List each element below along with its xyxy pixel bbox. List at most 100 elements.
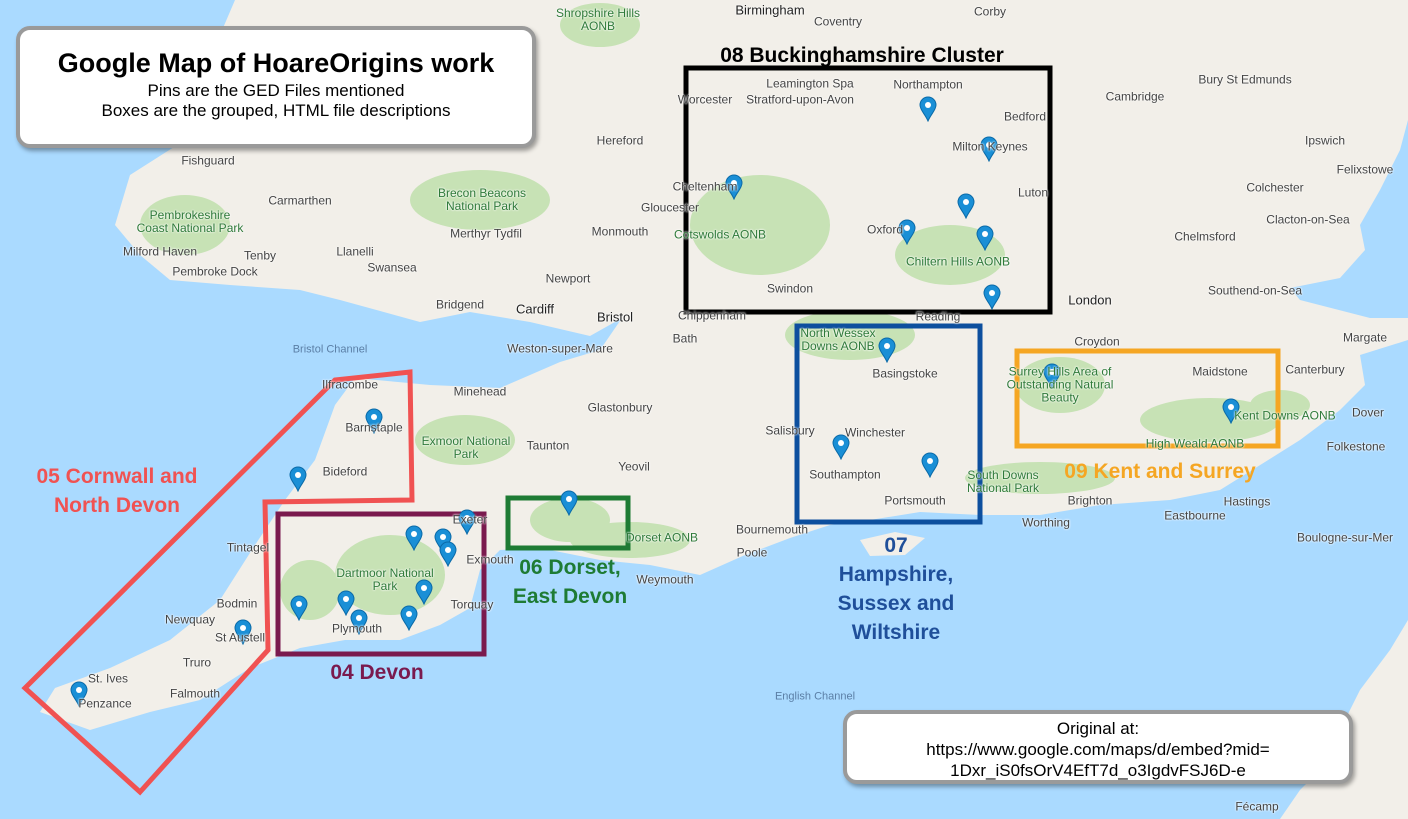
place-label: Portsmouth — [884, 493, 946, 508]
map-pin-marker-icon[interactable] — [289, 466, 307, 493]
place-label: Stratford-upon-Avon — [746, 92, 854, 107]
place-label: Southend-on-Sea — [1207, 283, 1303, 298]
region-box-07[interactable] — [794, 323, 983, 525]
place-label: Oxford — [866, 222, 904, 237]
place-label: Leamington Spa — [766, 76, 854, 91]
place-label: Winchester — [844, 425, 906, 440]
map-pin-marker-icon[interactable] — [919, 96, 937, 123]
region-label-07[interactable]: 07 Hampshire, Sussex and Wiltshire — [838, 531, 955, 647]
map-pin-marker-icon[interactable] — [878, 337, 896, 364]
place-label: Torquay — [450, 597, 494, 612]
map-pin-marker-icon[interactable] — [921, 452, 939, 479]
place-label: Milford Haven — [122, 244, 198, 259]
region-label-04[interactable]: 04 Devon — [330, 661, 424, 684]
label-line: Sussex and — [837, 592, 955, 615]
place-label: Truro — [182, 655, 212, 670]
map-pin-marker-icon[interactable] — [415, 579, 433, 606]
place-label: Chiltern Hills AONB — [905, 254, 1011, 269]
label-line: 06 Dorset, — [519, 556, 621, 579]
place-label: St. Ives — [87, 671, 129, 686]
place-label: Luton — [1017, 185, 1049, 200]
place-label: Carmarthen — [268, 193, 332, 208]
map-pin-marker-icon[interactable] — [1222, 398, 1240, 425]
map-pin-marker-icon[interactable] — [983, 284, 1001, 311]
place-label: Ipswich — [1304, 133, 1346, 148]
place-label: Southampton — [809, 467, 881, 482]
place-label: Felixstowe — [1336, 162, 1394, 177]
label-line: Wiltshire — [851, 621, 941, 644]
map-pin-marker-icon[interactable] — [976, 225, 994, 252]
place-label: Bath — [672, 331, 698, 346]
map-pin-marker-icon[interactable] — [70, 681, 88, 708]
map-pin-marker-icon[interactable] — [290, 595, 308, 622]
map-pin-marker-icon[interactable] — [1043, 363, 1061, 390]
france-coast — [1280, 620, 1408, 819]
map-pin-marker-icon[interactable] — [439, 541, 457, 568]
region-box-05[interactable] — [21, 369, 415, 796]
place-label: Brecon Beacons National Park — [437, 186, 527, 213]
place-label: Falmouth — [169, 686, 221, 701]
map-pin-marker-icon[interactable] — [350, 609, 368, 636]
source-url-line2[interactable]: 1Dxr_iS0fsOrV4EfT7d_o3IgdvFSJ6D-e — [950, 761, 1246, 780]
map-pin-marker-icon[interactable] — [725, 174, 743, 201]
place-label: Bedford — [1003, 109, 1047, 124]
place-label: Plymouth — [331, 621, 383, 636]
place-label: Weston-super-Mare — [507, 341, 613, 356]
place-label: Gloucester — [640, 200, 700, 215]
source-url-line1[interactable]: https://www.google.com/maps/d/embed?mid= — [926, 740, 1270, 759]
map-pin-marker-icon[interactable] — [832, 434, 850, 461]
map-pin-marker-icon[interactable] — [560, 490, 578, 517]
place-label: Worcester — [677, 92, 733, 107]
place-label: English Channel — [774, 690, 856, 703]
map-pin-marker-icon[interactable] — [980, 136, 998, 163]
region-box-08[interactable] — [683, 65, 1053, 315]
place-label: Newquay — [164, 612, 216, 627]
place-label: Llanelli — [336, 244, 374, 259]
region-label-05[interactable]: 05 Cornwall and North Devon — [36, 462, 197, 520]
region-box-04[interactable] — [275, 511, 487, 657]
map-pin-marker-icon[interactable] — [405, 525, 423, 552]
place-label: Fécamp — [1235, 799, 1279, 814]
place-label: Boulogne-sur-Mer — [1296, 530, 1394, 545]
place-label: High Weald AONB — [1145, 436, 1245, 451]
place-label: Chippenham — [677, 308, 747, 323]
map-title: Google Map of HoareOrigins work — [57, 48, 495, 78]
place-label: Hastings — [1223, 494, 1271, 509]
place-label: Bideford — [322, 464, 368, 479]
subtitle-boxes: Boxes are the grouped, HTML file descrip… — [101, 101, 451, 120]
place-label: Swindon — [766, 281, 814, 296]
place-label: Tenby — [243, 248, 277, 263]
place-label: Exeter — [452, 512, 488, 527]
place-label: Basingstoke — [872, 366, 938, 381]
region-label-09[interactable]: 09 Kent and Surrey — [1064, 460, 1256, 483]
region-box-09[interactable] — [1014, 348, 1281, 449]
place-label: Croydon — [1074, 334, 1120, 349]
place-label: Margate — [1342, 330, 1388, 345]
place-label: Minehead — [453, 384, 507, 399]
map-pin-marker-icon[interactable] — [458, 509, 476, 536]
place-label: Cotswolds AONB — [673, 227, 767, 242]
map-pin-marker-icon[interactable] — [365, 408, 383, 435]
place-label: Pembrokeshire Coast National Park — [136, 208, 244, 235]
place-label: Cambridge — [1105, 89, 1165, 104]
isle-of-wight — [860, 532, 925, 556]
place-label: Canterbury — [1285, 362, 1345, 377]
map-pin-marker-icon[interactable] — [234, 619, 252, 646]
map-pin-marker-icon[interactable] — [400, 605, 418, 632]
place-label: Exmoor National Park — [421, 434, 511, 461]
place-label: Monmouth — [591, 224, 649, 239]
map-pin-marker-icon[interactable] — [337, 590, 355, 617]
map-pin-marker-icon[interactable] — [898, 219, 916, 246]
place-label: Taunton — [526, 438, 570, 453]
place-label: Weymouth — [636, 572, 694, 587]
place-label: Pembroke Dock — [172, 264, 258, 279]
place-label: Bodmin — [216, 596, 258, 611]
map-pin-marker-icon[interactable] — [957, 193, 975, 220]
region-label-08[interactable]: 08 Buckinghamshire Cluster — [720, 44, 1004, 67]
place-label: Eastbourne — [1164, 508, 1226, 523]
place-label: Coventry — [813, 14, 863, 29]
region-label-06[interactable]: 06 Dorset, East Devon — [513, 553, 627, 611]
source-card: Original at: https://www.google.com/maps… — [843, 710, 1353, 784]
place-label: Chelmsford — [1174, 229, 1236, 244]
